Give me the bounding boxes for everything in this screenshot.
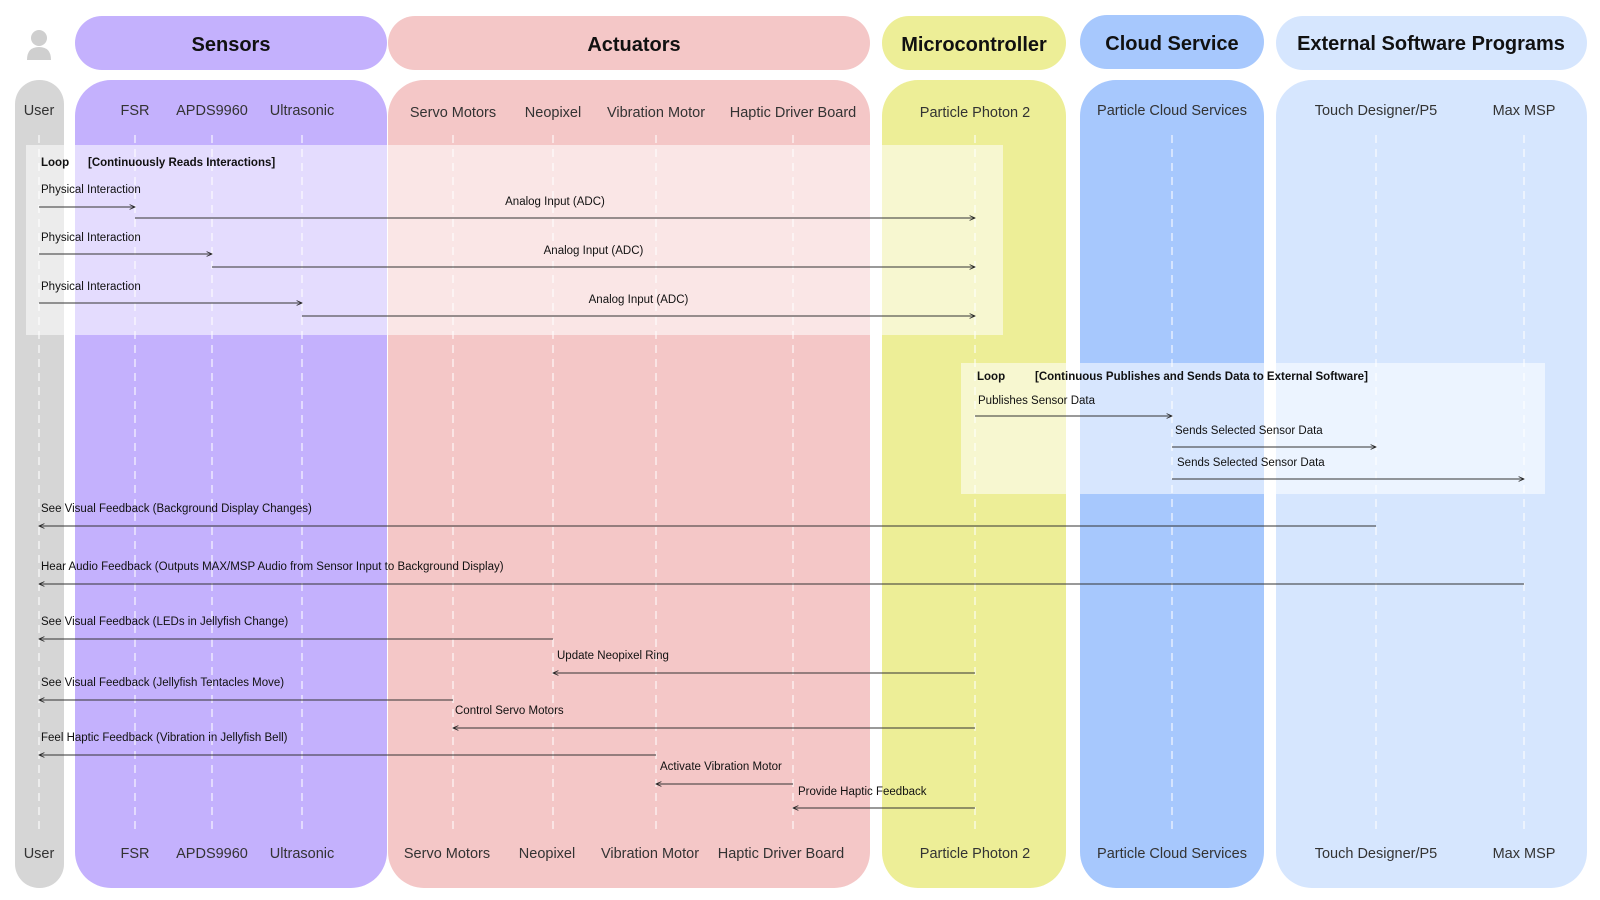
participant-top-apds: APDS9960: [176, 103, 248, 119]
loop-1-keyword: Loop: [41, 157, 69, 169]
loop-1-condition: [Continuously Reads Interactions]: [88, 157, 275, 169]
group-sensors-label: Sensors: [192, 34, 271, 56]
participant-labels: UserUserFSRFSRAPDS9960APDS9960Ultrasonic…: [24, 103, 1556, 862]
group-external-software-label: External Software Programs: [1297, 33, 1565, 55]
participant-top-fsr: FSR: [121, 103, 150, 119]
participant-top-vib: Vibration Motor: [607, 105, 705, 121]
loop-frame-publishing: [961, 363, 1545, 494]
participant-bottom-td: Touch Designer/P5: [1315, 846, 1438, 862]
participant-bottom-max: Max MSP: [1493, 846, 1556, 862]
participant-bottom-apds: APDS9960: [176, 846, 248, 862]
participant-top-max: Max MSP: [1493, 103, 1556, 119]
participant-bottom-neo: Neopixel: [519, 846, 575, 862]
group-actuators: Actuators: [388, 16, 870, 70]
group-sensors: Sensors: [75, 16, 387, 70]
user-avatar-icon: [27, 30, 51, 60]
participant-top-cloud: Particle Cloud Services: [1097, 103, 1247, 119]
message-label: Hear Audio Feedback (Outputs MAX/MSP Aud…: [41, 561, 504, 573]
participant-top-neo: Neopixel: [525, 105, 581, 121]
message-label: Sends Selected Sensor Data: [1175, 425, 1323, 437]
group-microcontroller-label: Microcontroller: [901, 34, 1047, 56]
participant-bottom-user: User: [24, 846, 55, 862]
message-label: Analog Input (ADC): [544, 245, 644, 257]
loop-2-condition: [Continuous Publishes and Sends Data to …: [1035, 371, 1368, 383]
message-label: Physical Interaction: [41, 184, 141, 196]
participant-top-td: Touch Designer/P5: [1315, 103, 1438, 119]
participant-bottom-servo: Servo Motors: [404, 846, 490, 862]
message-label: See Visual Feedback (Jellyfish Tentacles…: [41, 677, 284, 689]
message-label: Analog Input (ADC): [505, 196, 605, 208]
participant-top-haptic: Haptic Driver Board: [730, 105, 857, 121]
group-microcontroller: Microcontroller: [882, 16, 1066, 70]
group-actuators-label: Actuators: [587, 34, 680, 56]
message-label: Provide Haptic Feedback: [798, 786, 927, 798]
message-label: Activate Vibration Motor: [660, 761, 782, 773]
participant-top-ultra: Ultrasonic: [270, 103, 334, 119]
message-label: Publishes Sensor Data: [978, 395, 1096, 407]
message-label: Physical Interaction: [41, 281, 141, 293]
message-label: Update Neopixel Ring: [557, 650, 669, 662]
message-label: See Visual Feedback (LEDs in Jellyfish C…: [41, 616, 288, 628]
message-label: Analog Input (ADC): [589, 294, 689, 306]
message-label: Physical Interaction: [41, 232, 141, 244]
group-cloud-service-label: Cloud Service: [1105, 33, 1238, 55]
group-external-software: External Software Programs: [1276, 16, 1587, 70]
group-cloud-service: Cloud Service: [1080, 15, 1264, 69]
participant-bottom-cloud: Particle Cloud Services: [1097, 846, 1247, 862]
participant-bottom-fsr: FSR: [121, 846, 150, 862]
message-label: Feel Haptic Feedback (Vibration in Jelly…: [41, 732, 288, 744]
message-label: Control Servo Motors: [455, 705, 564, 717]
participant-bottom-vib: Vibration Motor: [601, 846, 699, 862]
participant-bottom-haptic: Haptic Driver Board: [718, 846, 845, 862]
loop-2-keyword: Loop: [977, 371, 1005, 383]
message-label: See Visual Feedback (Background Display …: [41, 503, 312, 515]
loop-frame-interactions: [26, 145, 1003, 335]
participant-top-servo: Servo Motors: [410, 105, 496, 121]
participant-bottom-photon: Particle Photon 2: [920, 846, 1030, 862]
participant-top-user: User: [24, 103, 55, 119]
participant-top-photon: Particle Photon 2: [920, 105, 1030, 121]
participant-bottom-ultra: Ultrasonic: [270, 846, 334, 862]
message-label: Sends Selected Sensor Data: [1177, 457, 1325, 469]
